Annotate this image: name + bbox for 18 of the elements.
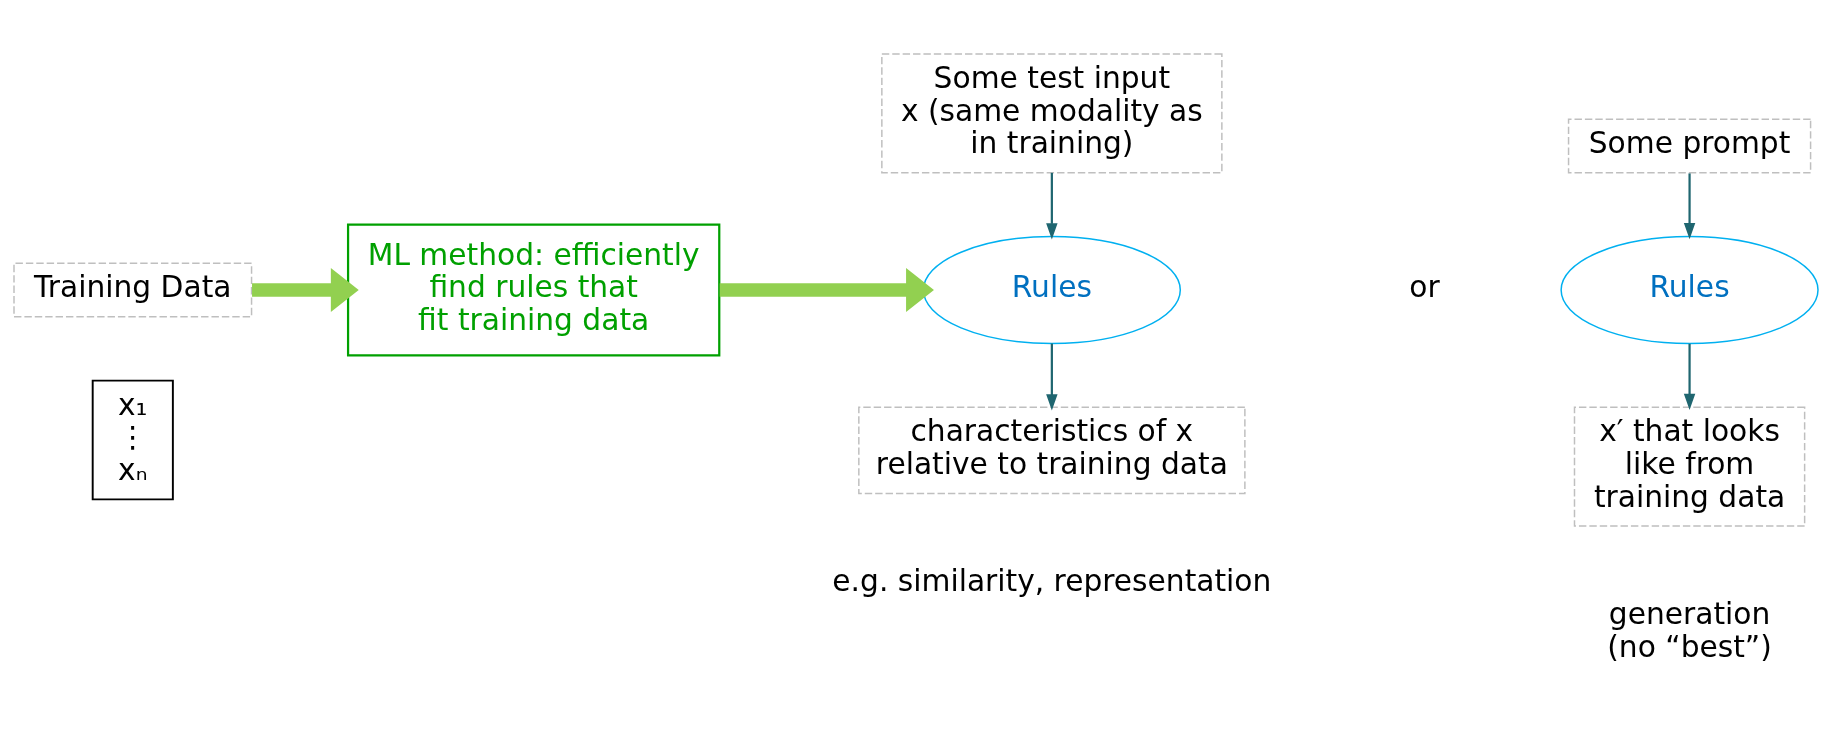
arrow	[1046, 172, 1058, 240]
node-box: Training Data	[13, 262, 253, 318]
node-box: ML method: efficiently find rules that fit training data	[346, 223, 721, 357]
node-box: Some prompt	[1567, 118, 1812, 174]
label: generation (no “best”)	[1607, 596, 1772, 664]
arrow	[1046, 343, 1058, 411]
node-ellipse: Rules	[1560, 235, 1819, 345]
node-box: x′ that looks like from training data	[1573, 406, 1806, 527]
node-box: characteristics of x relative to training data	[858, 406, 1246, 495]
arrow	[252, 268, 359, 312]
node-box: x₁ ⋮ xₙ	[91, 379, 174, 501]
arrow	[719, 268, 934, 312]
label: e.g. similarity, representation	[832, 563, 1272, 599]
arrow	[1683, 173, 1696, 240]
arrow	[1683, 343, 1696, 411]
label: or	[1409, 269, 1440, 305]
node-box: Some test input x (same modality as in training)	[881, 53, 1223, 174]
node-ellipse: Rules	[922, 235, 1182, 345]
